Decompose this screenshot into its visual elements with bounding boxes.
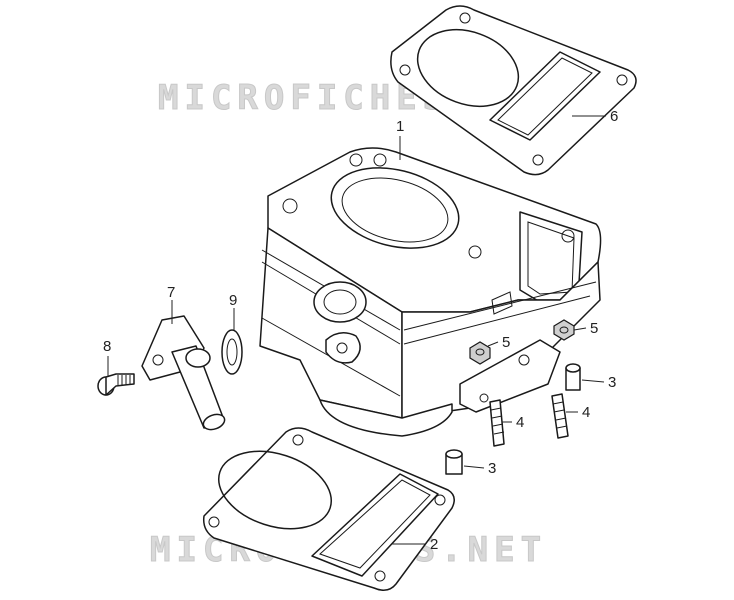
part-3-dowel-b[interactable] bbox=[445, 449, 463, 475]
callout-4-a: 4 bbox=[516, 414, 525, 431]
leader-lines bbox=[107, 115, 606, 545]
callout-6: 6 bbox=[610, 108, 619, 125]
part-3-dowel-a[interactable] bbox=[565, 363, 581, 391]
part-5-nut-a[interactable] bbox=[469, 341, 491, 365]
callout-3-b: 3 bbox=[488, 460, 497, 477]
callout-8: 8 bbox=[103, 338, 112, 355]
part-8-bolt[interactable] bbox=[97, 373, 135, 396]
callout-1: 1 bbox=[396, 118, 405, 135]
part-1-cylinder-block[interactable] bbox=[259, 147, 602, 437]
callout-5-b: 5 bbox=[590, 320, 599, 337]
part-9-o-ring[interactable] bbox=[221, 329, 243, 375]
callout-9: 9 bbox=[229, 292, 238, 309]
part-2-base-gasket[interactable] bbox=[202, 427, 455, 591]
part-5-nut-b[interactable] bbox=[553, 319, 575, 341]
callout-3-a: 3 bbox=[608, 374, 617, 391]
part-4-stud-b[interactable] bbox=[551, 393, 569, 439]
part-7-elbow-fitting[interactable] bbox=[141, 315, 227, 432]
part-6-head-gasket[interactable] bbox=[390, 5, 637, 176]
callout-2: 2 bbox=[430, 536, 439, 553]
part-4-stud-a[interactable] bbox=[489, 399, 505, 447]
callout-7: 7 bbox=[167, 284, 176, 301]
callout-4-b: 4 bbox=[582, 404, 591, 421]
callout-5-a: 5 bbox=[502, 334, 511, 351]
